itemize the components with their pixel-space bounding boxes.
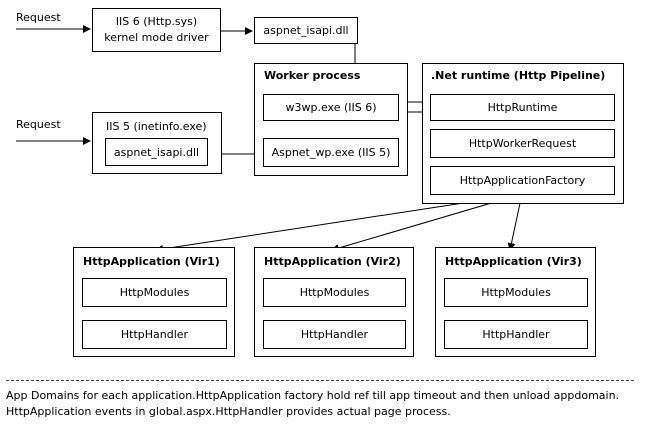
httpapplicationfactory-label: HttpApplicationFactory [459, 174, 586, 187]
aspnet-wp-box: Aspnet_wp.exe (IIS 5) [263, 138, 399, 167]
httphandler-vir1-box: HttpHandler [82, 320, 227, 349]
isapi-box-iis6: aspnet_isapi.dll [254, 17, 358, 44]
httpworkerrequest-box: HttpWorkerRequest [430, 129, 615, 158]
httphandler-vir3-box: HttpHandler [444, 320, 588, 349]
httpworkerrequest-label: HttpWorkerRequest [468, 137, 577, 150]
iis5-title: IIS 5 (inetinfo.exe) [106, 120, 207, 133]
footnote-divider [6, 380, 634, 381]
httpmodules-vir3-label: HttpModules [481, 286, 551, 299]
httphandler-vir2-box: HttpHandler [263, 320, 406, 349]
footnote-line-2: HttpApplication events in global.aspx.Ht… [6, 405, 451, 418]
httpmodules-vir2-box: HttpModules [263, 278, 406, 307]
httphandler-vir3-label: HttpHandler [482, 328, 550, 341]
httpapplication-vir2-title: HttpApplication (Vir2) [264, 255, 401, 268]
httpmodules-vir2-label: HttpModules [299, 286, 370, 299]
httpruntime-label: HttpRuntime [487, 101, 558, 114]
w3wp-label: w3wp.exe (IIS 6) [285, 101, 377, 114]
request-label-mid: Request [16, 118, 61, 131]
httpapplication-vir1-title: HttpApplication (Vir1) [83, 255, 220, 268]
httpmodules-vir1-box: HttpModules [82, 278, 227, 307]
httpmodules-vir1-label: HttpModules [119, 286, 190, 299]
iis6-box: IIS 6 (Http.sys) kernel mode driver [92, 8, 221, 52]
httpruntime-box: HttpRuntime [430, 94, 615, 121]
httphandler-vir2-label: HttpHandler [300, 328, 369, 341]
aspnet-wp-label: Aspnet_wp.exe (IIS 5) [271, 146, 391, 159]
httphandler-vir1-label: HttpHandler [120, 328, 189, 341]
worker-process-title: Worker process [264, 69, 361, 82]
net-runtime-title: .Net runtime (Http Pipeline) [431, 69, 606, 82]
httpapplicationfactory-box: HttpApplicationFactory [430, 166, 615, 195]
httpmodules-vir3-box: HttpModules [444, 278, 588, 307]
httpapplication-vir3-title: HttpApplication (Vir3) [445, 255, 582, 268]
isapi-label-iis6: aspnet_isapi.dll [263, 24, 349, 37]
w3wp-box: w3wp.exe (IIS 6) [263, 94, 399, 121]
iis6-subtitle: kernel mode driver [104, 31, 209, 44]
isapi-label-iis5: aspnet_isapi.dll [113, 145, 200, 159]
request-label-top: Request [16, 11, 61, 24]
iis6-title: IIS 6 (Http.sys) [115, 15, 198, 28]
footnote: App Domains for each application.HttpApp… [6, 388, 619, 420]
footnote-line-1: App Domains for each application.HttpApp… [6, 389, 620, 402]
isapi-box-iis5: aspnet_isapi.dll [105, 138, 208, 166]
